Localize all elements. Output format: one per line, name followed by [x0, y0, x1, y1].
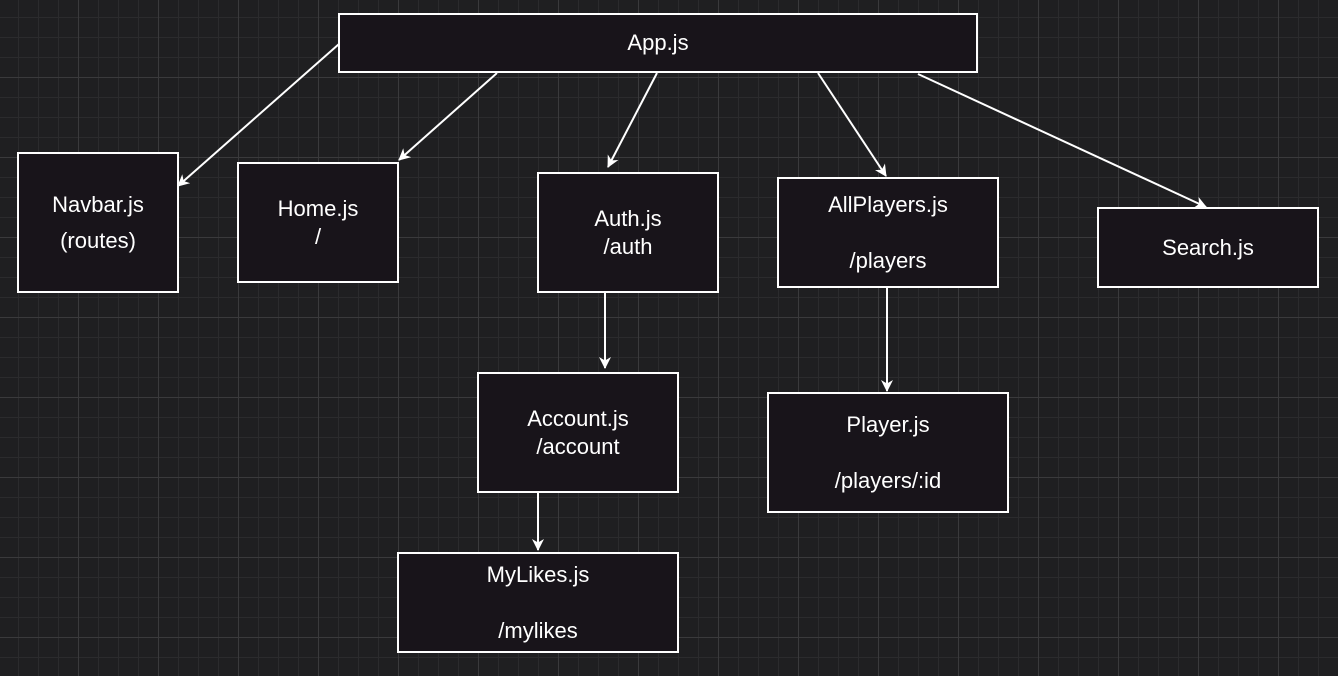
node-player[interactable]: Player.js /players/:id	[767, 392, 1009, 513]
node-search-label: Search.js	[1162, 234, 1254, 260]
node-navbar[interactable]: Navbar.js (routes)	[17, 152, 179, 293]
node-home-sub: /	[314, 223, 322, 249]
node-navbar-label: Navbar.js	[52, 191, 144, 217]
edge-app-allplayers	[817, 72, 887, 177]
node-allplayers[interactable]: AllPlayers.js /players	[777, 177, 999, 288]
node-home[interactable]: Home.js /	[237, 162, 399, 283]
node-app-label: App.js	[627, 30, 689, 55]
node-allplayers-label: AllPlayers.js	[828, 191, 948, 217]
node-auth-label: Auth.js	[594, 205, 662, 231]
node-auth[interactable]: Auth.js /auth	[537, 172, 719, 293]
node-auth-sub: /auth	[603, 233, 653, 259]
node-home-label: Home.js	[277, 195, 359, 221]
node-account-sub: /account	[536, 433, 620, 459]
edge-app-home	[398, 72, 498, 161]
node-navbar-sub: (routes)	[60, 227, 136, 253]
node-allplayers-sub: /players	[849, 247, 927, 273]
node-mylikes-sub: /mylikes	[498, 617, 578, 643]
node-account[interactable]: Account.js /account	[477, 372, 679, 493]
node-player-label: Player.js	[846, 411, 930, 437]
node-search[interactable]: Search.js	[1097, 207, 1319, 288]
edge-app-auth	[607, 72, 658, 168]
node-account-label: Account.js	[527, 405, 629, 431]
node-app[interactable]: App.js	[338, 13, 978, 73]
node-player-sub: /players/:id	[834, 467, 942, 493]
node-mylikes-label: MyLikes.js	[486, 561, 590, 587]
node-mylikes[interactable]: MyLikes.js /mylikes	[397, 552, 679, 653]
